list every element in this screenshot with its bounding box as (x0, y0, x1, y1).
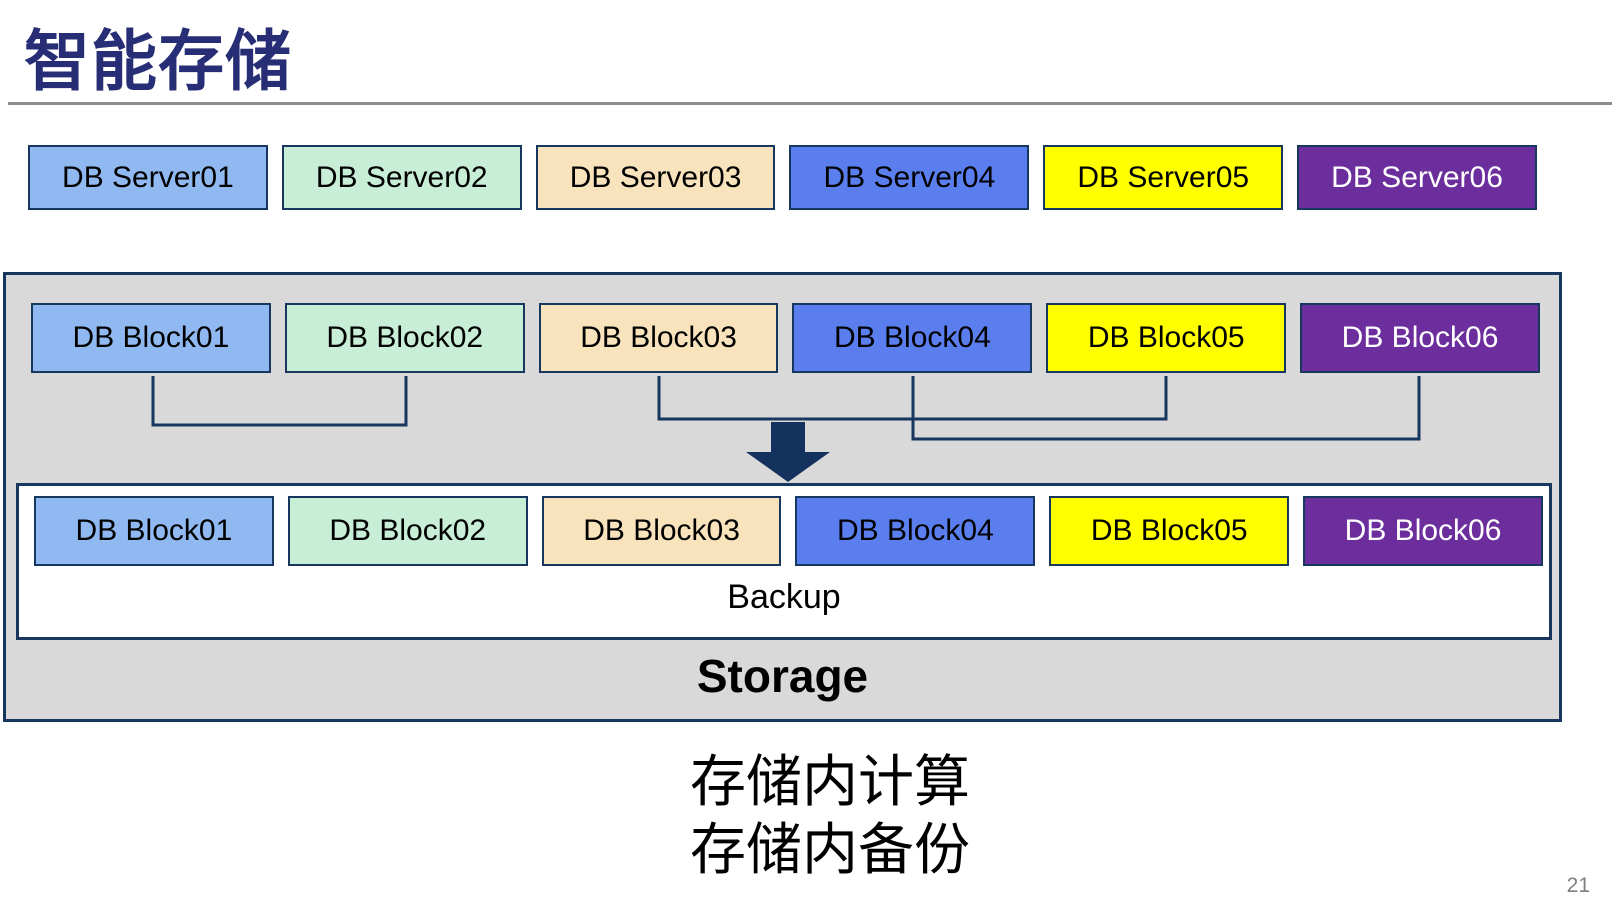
db-block-top-box-1: DB Block01 (31, 303, 271, 373)
db-block-bottom-box-6: DB Block06 (1303, 496, 1543, 566)
slide-title: 智能存储 (24, 24, 292, 98)
caption-text: 存储内计算 存储内备份 (20, 748, 1620, 885)
db-server-box-1: DB Server01 (28, 145, 268, 210)
connector-block01-block02 (151, 376, 408, 427)
title-divider (8, 102, 1612, 105)
storage-label: Storage (696, 650, 869, 702)
db-block-bottom-box-1: DB Block01 (34, 496, 274, 566)
db-block-top-box-6: DB Block06 (1300, 303, 1540, 373)
down-arrow-icon (746, 422, 830, 482)
caption-line-2: 存储内备份 (690, 818, 970, 882)
db-server-box-5: DB Server05 (1043, 145, 1284, 210)
db-block-top-box-5: DB Block05 (1046, 303, 1287, 373)
connector-layer (151, 376, 1421, 482)
db-server-box-3: DB Server03 (535, 145, 776, 210)
db-server-box-6: DB Server06 (1297, 145, 1537, 210)
db-block-top-box-2: DB Block02 (284, 303, 525, 373)
page-number: 21 (1566, 874, 1590, 897)
caption-line-1: 存储内计算 (690, 750, 970, 813)
db-block-bottom-box-2: DB Block02 (287, 496, 528, 566)
connector-block04-block06 (911, 376, 1421, 441)
db-block-top-box-4: DB Block04 (792, 303, 1033, 373)
db-block-bottom-box-3: DB Block03 (541, 496, 782, 566)
db-server-box-4: DB Server04 (789, 145, 1030, 210)
db-block-top-box-3: DB Block03 (538, 303, 779, 373)
db-block-bottom-box-4: DB Block04 (795, 496, 1036, 566)
db-server-box-2: DB Server02 (281, 145, 522, 210)
db-block-bottom-box-5: DB Block05 (1049, 496, 1290, 566)
backup-label: Backup (727, 578, 841, 616)
